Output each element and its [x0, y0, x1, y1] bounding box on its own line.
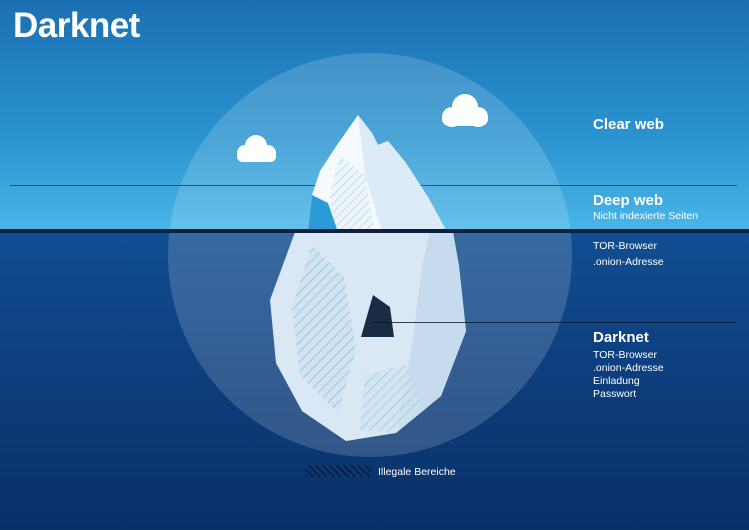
darknet-item: .onion-Adresse	[593, 362, 664, 374]
darknet-item: Einladung	[593, 375, 640, 387]
label-clear-web: Clear web	[593, 116, 664, 133]
cloud-small-icon	[237, 135, 276, 162]
legend-label: Illegale Bereiche	[378, 466, 456, 478]
waterline-divider	[0, 229, 749, 233]
deep-web-item: TOR-Browser	[593, 240, 657, 252]
iceberg-below-water	[270, 232, 466, 441]
iceberg-above-water	[308, 115, 447, 232]
deep-web-subtitle: Nicht indexierte Seiten	[593, 210, 699, 222]
page-title: Darknet	[13, 6, 140, 45]
cloud-large-icon	[442, 94, 488, 127]
label-darknet: Darknet	[593, 329, 649, 346]
cave-icon	[361, 295, 394, 337]
deep-web-item: .onion-Adresse	[593, 256, 664, 268]
iceberg-illustration	[237, 94, 488, 441]
darknet-item: Passwort	[593, 388, 637, 400]
darknet-item: TOR-Browser	[593, 349, 657, 361]
divider-darknet	[372, 322, 737, 323]
label-deep-web: Deep web	[593, 192, 664, 209]
legend-hatch-swatch	[305, 465, 371, 477]
